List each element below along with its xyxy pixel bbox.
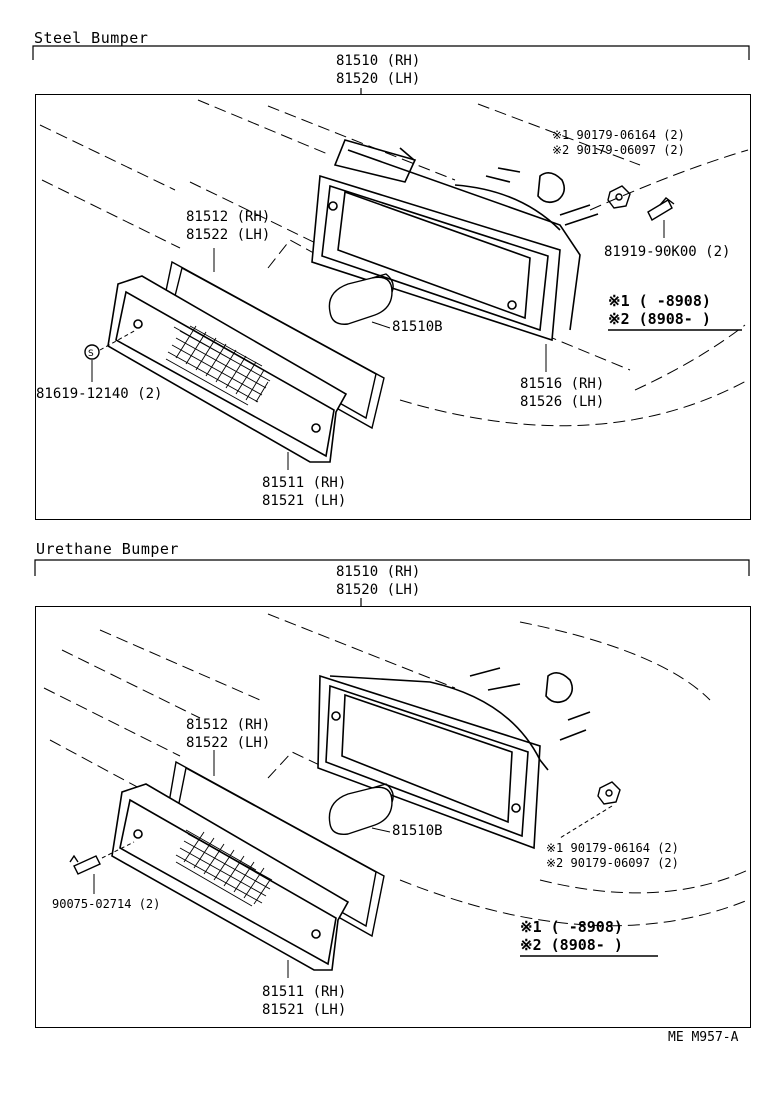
urethane-gasket-lh-label: 81522 (LH) [186, 735, 271, 751]
urethane-assembly-rh-label: 81510 (RH) [336, 564, 421, 580]
steel-screw-icon: S [84, 344, 100, 360]
steel-lens-rh-label: 81511 (RH) [262, 475, 347, 491]
urethane-gasket-rh-label: 81512 (RH) [186, 717, 271, 733]
steel-diagram-frame [35, 94, 751, 520]
urethane-lens-rh-label: 81511 (RH) [262, 984, 347, 1000]
steel-screw-label: 81619-12140 (2) [36, 386, 163, 402]
steel-assembly-rh-label: 81510 (RH) [336, 53, 421, 69]
urethane-bulb-label: 81510B [392, 823, 443, 839]
steel-lens-grid [165, 325, 271, 406]
steel-housing-rh-label: 81516 (RH) [520, 376, 605, 392]
steel-nut-icon [607, 185, 631, 209]
steel-lamp-housing [311, 139, 599, 342]
page-code: ME M957-A [668, 1030, 739, 1045]
steel-housing-lh-label: 81526 (LH) [520, 394, 605, 410]
urethane-screw-icon [69, 854, 101, 875]
steel-bolt-label: 81919-90K00 (2) [604, 244, 731, 260]
steel-nut-1-label: ※1 90179-06164 (2) [552, 128, 685, 142]
steel-lens [107, 275, 348, 463]
urethane-diagram-frame [35, 606, 751, 1028]
steel-lens-lh-label: 81521 (LH) [262, 493, 347, 509]
urethane-note-1: ※1 ( -8908) [520, 918, 623, 936]
steel-bolt-icon [647, 197, 675, 221]
urethane-lens-grid [175, 829, 273, 907]
urethane-screw-label: 90075-02714 (2) [52, 897, 161, 911]
urethane-bumper-title: Urethane Bumper [36, 540, 179, 558]
urethane-lamp-housing [317, 667, 591, 850]
steel-note-1: ※1 ( -8908) [608, 292, 711, 310]
svg-text:S: S [88, 349, 94, 359]
urethane-lens-lh-label: 81521 (LH) [262, 1002, 347, 1018]
urethane-nut-icon [597, 781, 621, 805]
steel-nut-2-label: ※2 90179-06097 (2) [552, 143, 685, 157]
steel-dashed-contours [39, 99, 749, 427]
steel-bulb-label: 81510B [392, 319, 443, 335]
steel-gasket-rh-label: 81512 (RH) [186, 209, 271, 225]
urethane-note-2: ※2 (8908- ) [520, 936, 623, 954]
steel-note-2: ※2 (8908- ) [608, 310, 711, 328]
steel-assembly-lh-label: 81520 (LH) [336, 71, 421, 87]
urethane-nut-1-label: ※1 90179-06164 (2) [546, 841, 679, 855]
urethane-bulb-icon [328, 783, 394, 835]
steel-gasket-lh-label: 81522 (LH) [186, 227, 271, 243]
urethane-assembly-lh-label: 81520 (LH) [336, 582, 421, 598]
steel-bracket [32, 45, 750, 60]
steel-bumper-title: Steel Bumper [34, 29, 149, 47]
urethane-nut-2-label: ※2 90179-06097 (2) [546, 856, 679, 870]
steel-bulb-icon [328, 273, 394, 325]
urethane-bracket [34, 559, 750, 576]
